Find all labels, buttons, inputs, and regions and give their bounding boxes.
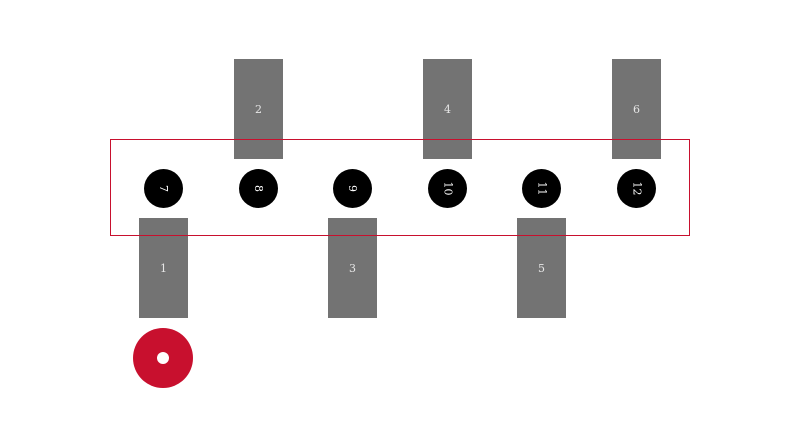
hole-9-label: 9 <box>346 185 359 192</box>
pad-4-label: 4 <box>444 102 451 116</box>
hole-8: 8 <box>239 169 278 208</box>
hole-8-label: 8 <box>252 185 265 192</box>
pad-3-label: 3 <box>349 261 356 275</box>
pad-5: 5 <box>517 218 566 318</box>
hole-10-label: 10 <box>441 181 454 196</box>
pad-6-label: 6 <box>633 102 640 116</box>
pad-2-label: 2 <box>255 102 262 116</box>
hole-12-label: 12 <box>630 181 643 196</box>
hole-10: 10 <box>428 169 467 208</box>
pad-2: 2 <box>234 59 283 159</box>
pin1-marker-icon <box>133 328 193 388</box>
pad-1: 1 <box>139 218 188 318</box>
hole-12: 12 <box>617 169 656 208</box>
hole-11: 11 <box>522 169 561 208</box>
hole-9: 9 <box>333 169 372 208</box>
pad-3: 3 <box>328 218 377 318</box>
component-outline <box>110 139 690 236</box>
pin1-marker-dot <box>157 352 169 364</box>
pad-1-label: 1 <box>160 261 167 275</box>
hole-7: 7 <box>144 169 183 208</box>
pad-6: 6 <box>612 59 661 159</box>
pad-4: 4 <box>423 59 472 159</box>
pad-5-label: 5 <box>538 261 545 275</box>
hole-7-label: 7 <box>157 185 170 192</box>
hole-11-label: 11 <box>535 181 548 196</box>
